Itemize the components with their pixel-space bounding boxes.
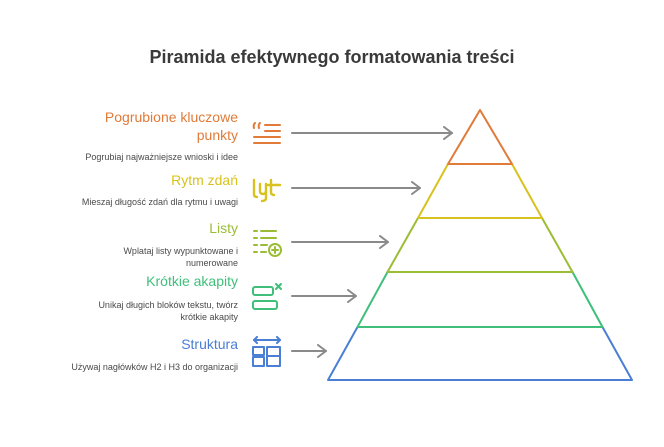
layout-icon [252, 336, 281, 367]
pyramid-level-3 [386, 217, 574, 273]
level-5-heading: Struktura [181, 336, 238, 352]
level-1-heading-line1: Pogrubione kluczowe [104, 109, 238, 125]
level-1-heading: Pogrubione kluczowe punkty [105, 108, 238, 144]
level-1-heading-line2: punkty [196, 127, 238, 143]
arrow-level-2 [291, 181, 421, 195]
short-paragraph-icon [252, 283, 282, 310]
rhythm-icon [252, 178, 282, 203]
arrow-level-4 [291, 289, 357, 303]
arrow-level-1 [291, 126, 453, 140]
pyramid-level-4 [356, 271, 604, 328]
pyramid-level-2 [417, 163, 543, 219]
level-4-description-line1: Unikaj długich bloków tekstu, twórz [98, 300, 238, 310]
list-add-icon [253, 230, 282, 257]
level-3-description-line1: Wplataj listy wypunktowane i [123, 246, 238, 256]
quote-list-icon [252, 122, 281, 144]
level-2-heading: Rytm zdań [171, 172, 238, 188]
level-5-description: Używaj nagłówków H2 i H3 do organizacji [71, 362, 238, 372]
level-4-heading: Krótkie akapity [146, 273, 238, 289]
pyramid [327, 109, 633, 381]
pyramid-level-1 [447, 109, 513, 165]
pyramid-level-5 [327, 326, 633, 381]
arrow-level-5 [291, 344, 327, 358]
level-1-description: Pogrubiaj najważniejsze wnioski i idee [85, 152, 238, 162]
level-3-description-line2: numerowane [185, 258, 238, 268]
arrow-level-3 [291, 235, 389, 249]
level-4-description-line2: krótkie akapity [180, 312, 238, 322]
level-4-description: Unikaj długich bloków tekstu, twórz krót… [98, 299, 238, 323]
level-3-description: Wplataj listy wypunktowane i numerowane [123, 245, 238, 269]
diagram-title: Piramida efektywnego formatowania treści [149, 47, 515, 67]
level-2-description: Mieszaj długość zdań dla rytmu i uwagi [81, 197, 238, 207]
level-3-heading: Listy [209, 220, 238, 236]
